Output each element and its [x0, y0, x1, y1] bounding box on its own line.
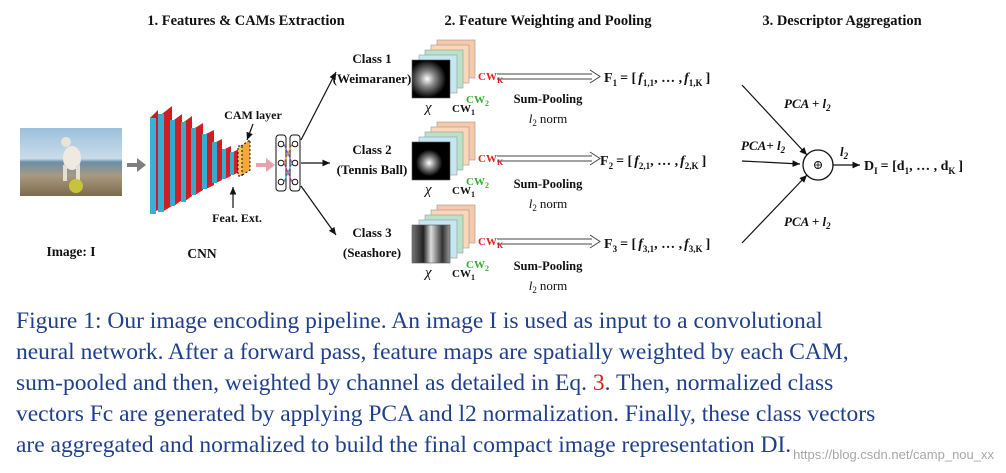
- svg-text:CWK: CWK: [478, 153, 504, 167]
- agg-arrow-3: [741, 174, 808, 244]
- caption-line-2: neural network. After a forward pass, fe…: [16, 339, 849, 365]
- class-2-title: Class 2: [352, 142, 391, 157]
- svg-text:Sum-Pooling: Sum-Pooling: [514, 92, 584, 106]
- branch-arrow-1: [300, 71, 337, 141]
- pca-label-1: PCA + l2: [784, 96, 831, 113]
- svg-text:χ: χ: [423, 265, 432, 281]
- weights-row-2: χ CW1 CW2 CWK: [423, 153, 504, 199]
- svg-text:CW2: CW2: [466, 259, 489, 273]
- equation-reference-link[interactable]: 3: [592, 370, 605, 396]
- fc-layer: [275, 134, 301, 192]
- input-image: [20, 128, 122, 196]
- cnn-layers: [150, 106, 251, 214]
- image-label: Image: I: [46, 244, 95, 259]
- stage-2-title: 2. Feature Weighting and Pooling: [445, 13, 653, 29]
- pca-label-3: PCA + l2: [784, 214, 831, 231]
- svg-text:CWK: CWK: [478, 71, 504, 85]
- pipeline-figure: 1. Features & CAMs Extraction 2. Feature…: [20, 13, 963, 295]
- class-1-sub: (Weimaraner): [333, 71, 412, 86]
- class-1-title: Class 1: [352, 51, 391, 66]
- weights-row-3: χ CW1 CW2 CWK: [423, 236, 504, 282]
- output-descriptor: DI= [d1, … , dK]: [864, 159, 963, 176]
- svg-text:CW2: CW2: [466, 94, 489, 108]
- class-3-title: Class 3: [352, 225, 392, 240]
- svg-text:CW1: CW1: [452, 103, 475, 117]
- caption-line-5: are aggregated and normalized to build t…: [16, 432, 792, 458]
- cnn-label: CNN: [187, 246, 216, 261]
- svg-text:F1= [f1,1, … ,f1,K]: F1= [f1,1, … ,f1,K]: [604, 71, 710, 88]
- svg-text:Sum-Pooling: Sum-Pooling: [514, 259, 584, 273]
- svg-text:F3= [f3,1, … ,f3,K]: F3= [f3,1, … ,f3,K]: [604, 237, 710, 254]
- agg-arrow-1: [741, 84, 808, 156]
- caption-line-4: vectors Fc are generated by applying PCA…: [16, 401, 876, 427]
- weights-row-1: χ CW1 CW2 CWK: [423, 71, 504, 117]
- class-2-sub: (Tennis Ball): [337, 162, 408, 177]
- svg-text:CWK: CWK: [478, 236, 504, 250]
- cam-layer-label: CAM layer: [224, 108, 282, 122]
- caption-line-3: sum-pooled and then, weighted by channel…: [16, 370, 834, 396]
- stage-1-title: 1. Features & CAMs Extraction: [147, 13, 344, 29]
- class-vector-1: F1= [f1,1, … ,f1,K]: [604, 71, 710, 88]
- svg-text:CW1: CW1: [452, 185, 475, 199]
- feature-stack-2: [411, 121, 476, 181]
- pca-label-2: PCA+ l2: [741, 138, 786, 155]
- stage-3-title: 3. Descriptor Aggregation: [762, 13, 921, 29]
- cam-arrow: [256, 158, 275, 172]
- svg-text:CW1: CW1: [452, 268, 475, 282]
- branch-arrow-3: [300, 185, 337, 236]
- svg-text:CW2: CW2: [466, 176, 489, 190]
- svg-text:F2= [f2,1, … ,f2,K]: F2= [f2,1, … ,f2,K]: [600, 154, 706, 171]
- figure-caption: Figure 1: Our image encoding pipeline. A…: [16, 306, 996, 461]
- pool-arrows: [497, 69, 601, 249]
- feat-ext-label: Feat. Ext.: [212, 211, 262, 225]
- class-vector-2: F2= [f2,1, … ,f2,K]: [600, 154, 706, 171]
- class-vector-3: F3= [f3,1, … ,f3,K]: [604, 237, 710, 254]
- caption-line-1: Figure 1: Our image encoding pipeline. A…: [16, 308, 823, 334]
- final-l2: l2: [840, 144, 849, 161]
- agg-arrow-2: [741, 160, 801, 167]
- feature-stack-1: [411, 39, 476, 99]
- svg-text:Sum-Pooling: Sum-Pooling: [514, 177, 584, 191]
- svg-text:χ: χ: [423, 182, 432, 198]
- class-3-sub: (Seashore): [343, 245, 401, 260]
- feature-stack-3: [411, 204, 476, 264]
- chi-symbol: χ: [423, 100, 432, 116]
- watermark: https://blog.csdn.net/camp_nou_xx: [793, 447, 994, 462]
- input-arrow: [127, 158, 146, 172]
